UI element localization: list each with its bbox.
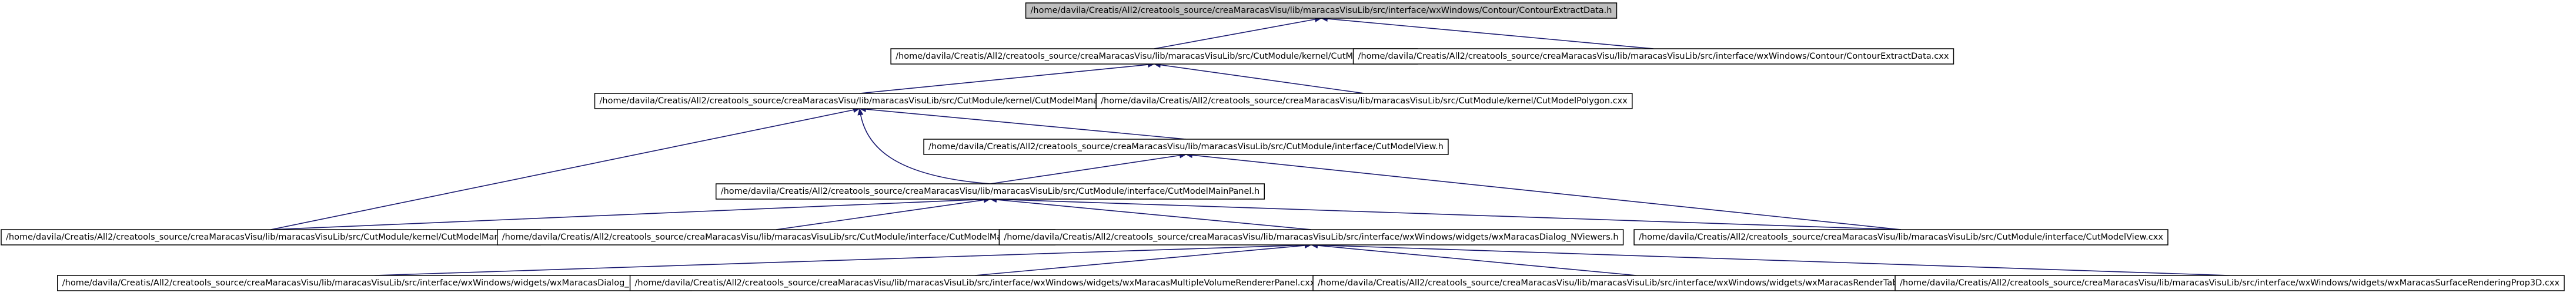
graph-node[interactable]: /home/davila/Creatis/All2/creatools_sour… <box>923 139 1449 155</box>
node-label: /home/davila/Creatis/All2/creatools_sour… <box>1031 6 1612 15</box>
node-label: /home/davila/Creatis/All2/creatools_sour… <box>896 52 1413 61</box>
graph-node[interactable]: /home/davila/Creatis/All2/creatools_sour… <box>497 229 1055 245</box>
dependency-edge <box>270 107 860 230</box>
dependency-edge <box>974 243 1312 276</box>
node-box <box>1352 48 1954 65</box>
node-label: /home/davila/Creatis/All2/creatools_sour… <box>6 233 536 242</box>
dependency-edge <box>990 197 1312 230</box>
nodes-layer: /home/davila/Creatis/All2/creatools_sour… <box>1 2 2565 291</box>
dependency-edge <box>859 106 1187 140</box>
node-label: /home/davila/Creatis/All2/creatools_sour… <box>928 142 1444 152</box>
node-box <box>1025 2 1618 19</box>
node-label: /home/davila/Creatis/All2/creatools_sour… <box>1004 233 1618 242</box>
node-label: /home/davila/Creatis/All2/creatools_sour… <box>502 233 1051 242</box>
node-label: /home/davila/Creatis/All2/creatools_sour… <box>600 96 1120 106</box>
dependency-edge <box>857 108 991 184</box>
node-label: /home/davila/Creatis/All2/creatools_sour… <box>721 187 1260 196</box>
dependency-edge <box>1154 16 1322 49</box>
node-box <box>629 275 1321 291</box>
graph-root-node[interactable]: /home/davila/Creatis/All2/creatools_sour… <box>1025 2 1618 19</box>
edges-layer <box>270 16 2230 276</box>
dependency-edge <box>990 152 1187 184</box>
node-box <box>1095 93 1633 109</box>
node-label: /home/davila/Creatis/All2/creatools_sour… <box>1639 233 2163 242</box>
graph-node[interactable]: /home/davila/Creatis/All2/creatools_sour… <box>998 229 1624 245</box>
dependency-edge <box>270 196 991 230</box>
node-label: /home/davila/Creatis/All2/creatools_sour… <box>1358 52 1949 61</box>
node-label: /home/davila/Creatis/All2/creatools_sour… <box>1900 278 2560 288</box>
graph-node[interactable]: /home/davila/Creatis/All2/creatools_sour… <box>1095 93 1633 109</box>
dependency-edge <box>1321 16 1654 49</box>
node-box <box>1 229 541 245</box>
graph-node[interactable]: /home/davila/Creatis/All2/creatools_sour… <box>1633 229 2169 245</box>
node-box <box>923 139 1449 155</box>
dependency-edge <box>859 62 1155 94</box>
graph-node[interactable]: /home/davila/Creatis/All2/creatools_sour… <box>629 275 1321 291</box>
graph-node[interactable]: /home/davila/Creatis/All2/creatools_sour… <box>594 93 1125 109</box>
node-box <box>57 275 692 291</box>
dependency-edge <box>990 196 1902 230</box>
graph-node[interactable]: /home/davila/Creatis/All2/creatools_sour… <box>1 229 541 245</box>
dependency-edge <box>1311 242 2230 276</box>
dependency-edge <box>374 242 1312 276</box>
node-label: /home/davila/Creatis/All2/creatools_sour… <box>635 278 1315 288</box>
dependency-edge <box>1154 62 1365 94</box>
node-box <box>1312 275 1960 291</box>
node-label: /home/davila/Creatis/All2/creatools_sour… <box>62 278 687 288</box>
node-box <box>998 229 1624 245</box>
graph-node[interactable]: /home/davila/Creatis/All2/creatools_sour… <box>1312 275 1960 291</box>
graph-node[interactable]: /home/davila/Creatis/All2/creatools_sour… <box>890 48 1418 65</box>
node-box <box>890 48 1418 65</box>
node-box <box>1633 229 2169 245</box>
node-box <box>594 93 1125 109</box>
node-label: /home/davila/Creatis/All2/creatools_sour… <box>1318 278 1955 288</box>
graph-node[interactable]: /home/davila/Creatis/All2/creatools_sour… <box>1352 48 1954 65</box>
node-box <box>1895 275 2565 291</box>
node-box <box>715 183 1265 200</box>
graph-node[interactable]: /home/davila/Creatis/All2/creatools_sour… <box>1895 275 2565 291</box>
node-box <box>497 229 1055 245</box>
graph-node[interactable]: /home/davila/Creatis/All2/creatools_sour… <box>57 275 692 291</box>
dependency-edge <box>1185 152 1902 230</box>
dependency-edge <box>776 197 991 230</box>
node-label: /home/davila/Creatis/All2/creatools_sour… <box>1101 96 1628 106</box>
graph-node[interactable]: /home/davila/Creatis/All2/creatools_sour… <box>715 183 1265 200</box>
dependency-edge <box>1311 243 1637 276</box>
